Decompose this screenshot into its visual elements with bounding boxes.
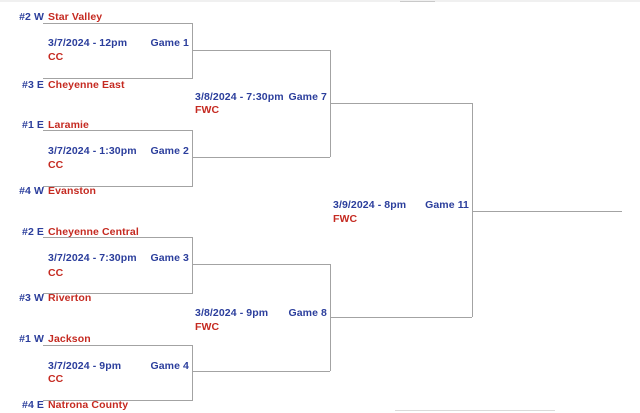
bottom-edge-line [395,410,555,411]
seed-label: #4 E [22,399,44,411]
team-name: Evanston [48,185,97,197]
winner-line [330,103,472,104]
game-label: Game 3 [150,252,189,264]
seed-label: #1 E [22,119,44,131]
team-name: Riverton [48,292,92,304]
game-label: Game 7 [288,91,327,103]
team-name: Jackson [48,333,91,345]
winner-line [472,211,622,212]
game-datetime: 3/8/2024 - 7:30pm [195,91,284,103]
match-box [43,237,193,294]
connector-line [472,103,473,317]
seed-label: #4 W [19,185,44,197]
venue-label: CC [48,51,64,63]
game-label: Game 1 [150,37,189,49]
seed-label: #1 W [19,333,44,345]
game-datetime: 3/7/2024 - 12pm [48,37,128,49]
team-name: Cheyenne Central [48,226,139,238]
match-box [43,130,193,187]
seed-label: #2 E [22,226,44,238]
match-box [43,23,193,79]
venue-label: CC [48,267,64,279]
game-datetime: 3/7/2024 - 7:30pm [48,252,137,264]
venue-label: CC [48,159,64,171]
venue-label: CC [48,373,64,385]
venue-label: FWC [195,104,220,116]
team-name: Cheyenne East [48,79,125,91]
winner-line [192,371,330,372]
top-edge-line [0,0,640,2]
match-box [43,345,193,401]
game-label: Game 4 [150,360,189,372]
seed-label: #3 W [19,292,44,304]
game-label: Game 2 [150,145,189,157]
winner-line [330,317,472,318]
game-datetime: 3/7/2024 - 9pm [48,360,122,372]
game-datetime: 3/7/2024 - 1:30pm [48,145,137,157]
game-datetime: 3/8/2024 - 9pm [195,307,269,319]
seed-label: #3 E [22,79,44,91]
winner-line [192,157,330,158]
top-edge-line-segment [400,1,435,2]
game-label: Game 8 [288,307,327,319]
team-name: Star Valley [48,11,103,23]
team-name: Natrona County [48,399,129,411]
game-datetime: 3/9/2024 - 8pm [333,199,407,211]
venue-label: FWC [333,213,358,225]
team-name: Laramie [48,119,89,131]
seed-label: #2 W [19,11,44,23]
game-label: Game 11 [425,199,469,211]
venue-label: FWC [195,321,220,333]
winner-line [192,50,330,51]
winner-line [192,264,330,265]
